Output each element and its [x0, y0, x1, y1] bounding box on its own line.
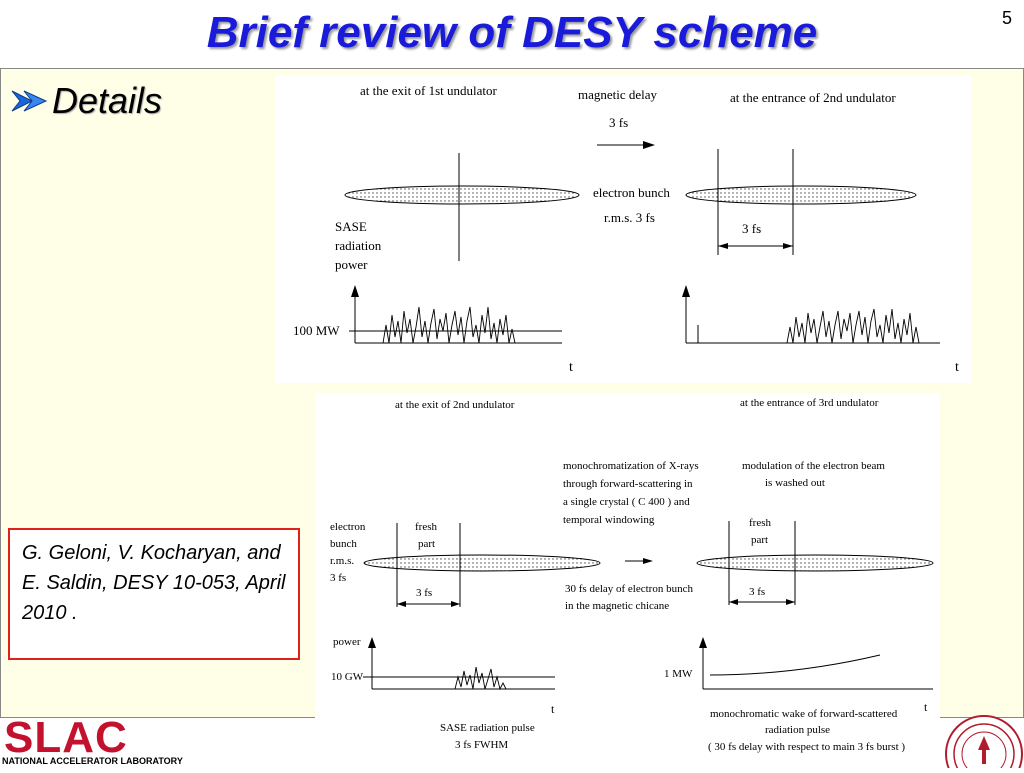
label-sase-3: power [335, 257, 368, 272]
wake-caption-2: radiation pulse [765, 724, 830, 736]
label-electron-bunch: electron bunch [593, 185, 670, 200]
reference-text: G. Geloni, V. Kocharyan, and E. Saldin, … [22, 542, 286, 624]
delay-line-1: 30 fs delay of electron bunch [565, 583, 693, 595]
label-power: power [333, 636, 361, 648]
electron-bunch-right-2 [696, 554, 934, 572]
slac-logo: SLAC NATIONAL ACCELERATOR LABORATORY [0, 713, 183, 768]
eb-line-4: 3 fs [330, 572, 346, 584]
fresh-right-1: fresh [749, 517, 771, 529]
label-entrance-3rd: at the entrance of 3rd undulator [740, 397, 879, 409]
eb-line-2: bunch [330, 538, 357, 550]
axis-t-right: t [955, 360, 959, 375]
label-exit-1st: at the exit of 1st undulator [360, 83, 498, 98]
reference-box: G. Geloni, V. Kocharyan, and E. Saldin, … [8, 528, 300, 660]
bullet-details: Details [10, 80, 162, 122]
slide-number: 5 [1001, 8, 1012, 28]
slide-title: Brief review of DESY scheme [206, 8, 818, 57]
electron-bunch-right [685, 185, 917, 205]
label-entrance-2nd: at the entrance of 2nd undulator [730, 90, 896, 105]
slac-logo-subtitle: NATIONAL ACCELERATOR LABORATORY [2, 756, 183, 766]
fresh-right-2: part [751, 534, 768, 546]
label-sase-1: SASE [335, 219, 367, 234]
label-delay-value: 3 fs [609, 115, 628, 130]
figure-bottom: at the exit of 2nd undulator at the entr… [315, 393, 940, 768]
label-level-left: 10 GW [331, 671, 364, 683]
fresh-left-2: part [418, 538, 435, 550]
label-3fs-left: 3 fs [416, 587, 432, 599]
monochromatic-wake-curve [709, 654, 881, 676]
delay-line-2: in the magnetic chicane [565, 600, 669, 612]
eb-line-1: electron [330, 521, 366, 533]
slac-logo-word: SLAC [4, 713, 128, 762]
label-3fs-right: 3 fs [749, 586, 765, 598]
fresh-left-1: fresh [415, 521, 437, 533]
label-sase-2: radiation [335, 238, 382, 253]
label-exit-2nd: at the exit of 2nd undulator [395, 399, 515, 411]
sase-pulse-caption-1: SASE radiation pulse [440, 722, 535, 734]
axis-t-bottom-right: t [924, 700, 928, 714]
label-shift: 3 fs [742, 221, 761, 236]
sase-spikes-left [382, 306, 516, 344]
bullet-text: Details [52, 80, 163, 121]
axis-t-left: t [569, 360, 573, 375]
mono-line-1: monochromatization of X-rays [563, 460, 699, 472]
mono-line-4: temporal windowing [563, 514, 655, 526]
label-magnetic-delay: magnetic delay [578, 87, 658, 102]
electron-bunch-left [344, 185, 580, 205]
sase-pulse-spikes [454, 666, 507, 691]
sase-pulse-caption-2: 3 fs FWHM [455, 739, 508, 751]
figure-top: at the exit of 1st undulator magnetic de… [275, 75, 971, 383]
label-level-right: 1 MW [664, 668, 693, 680]
wake-caption-3: ( 30 fs delay with respect to main 3 fs … [708, 741, 905, 753]
axis-t-bottom-left: t [551, 702, 555, 716]
mod-line-1: modulation of the electron beam [742, 460, 885, 472]
mod-line-2: is washed out [765, 477, 825, 489]
eb-line-3: r.m.s. [330, 555, 354, 567]
wake-caption-1: monochromatic wake of forward-scattered [710, 708, 898, 720]
electron-bunch-left-2 [363, 554, 601, 572]
mono-line-3: a single crystal ( C 400 ) and [563, 496, 690, 508]
mono-line-2: through forward-scattering in [563, 478, 693, 490]
sase-spikes-right [786, 308, 920, 344]
label-rms: r.m.s. 3 fs [604, 210, 655, 225]
university-seal-icon [945, 715, 1023, 768]
arrow-bullet-icon [11, 90, 48, 112]
label-level: 100 MW [293, 323, 340, 338]
